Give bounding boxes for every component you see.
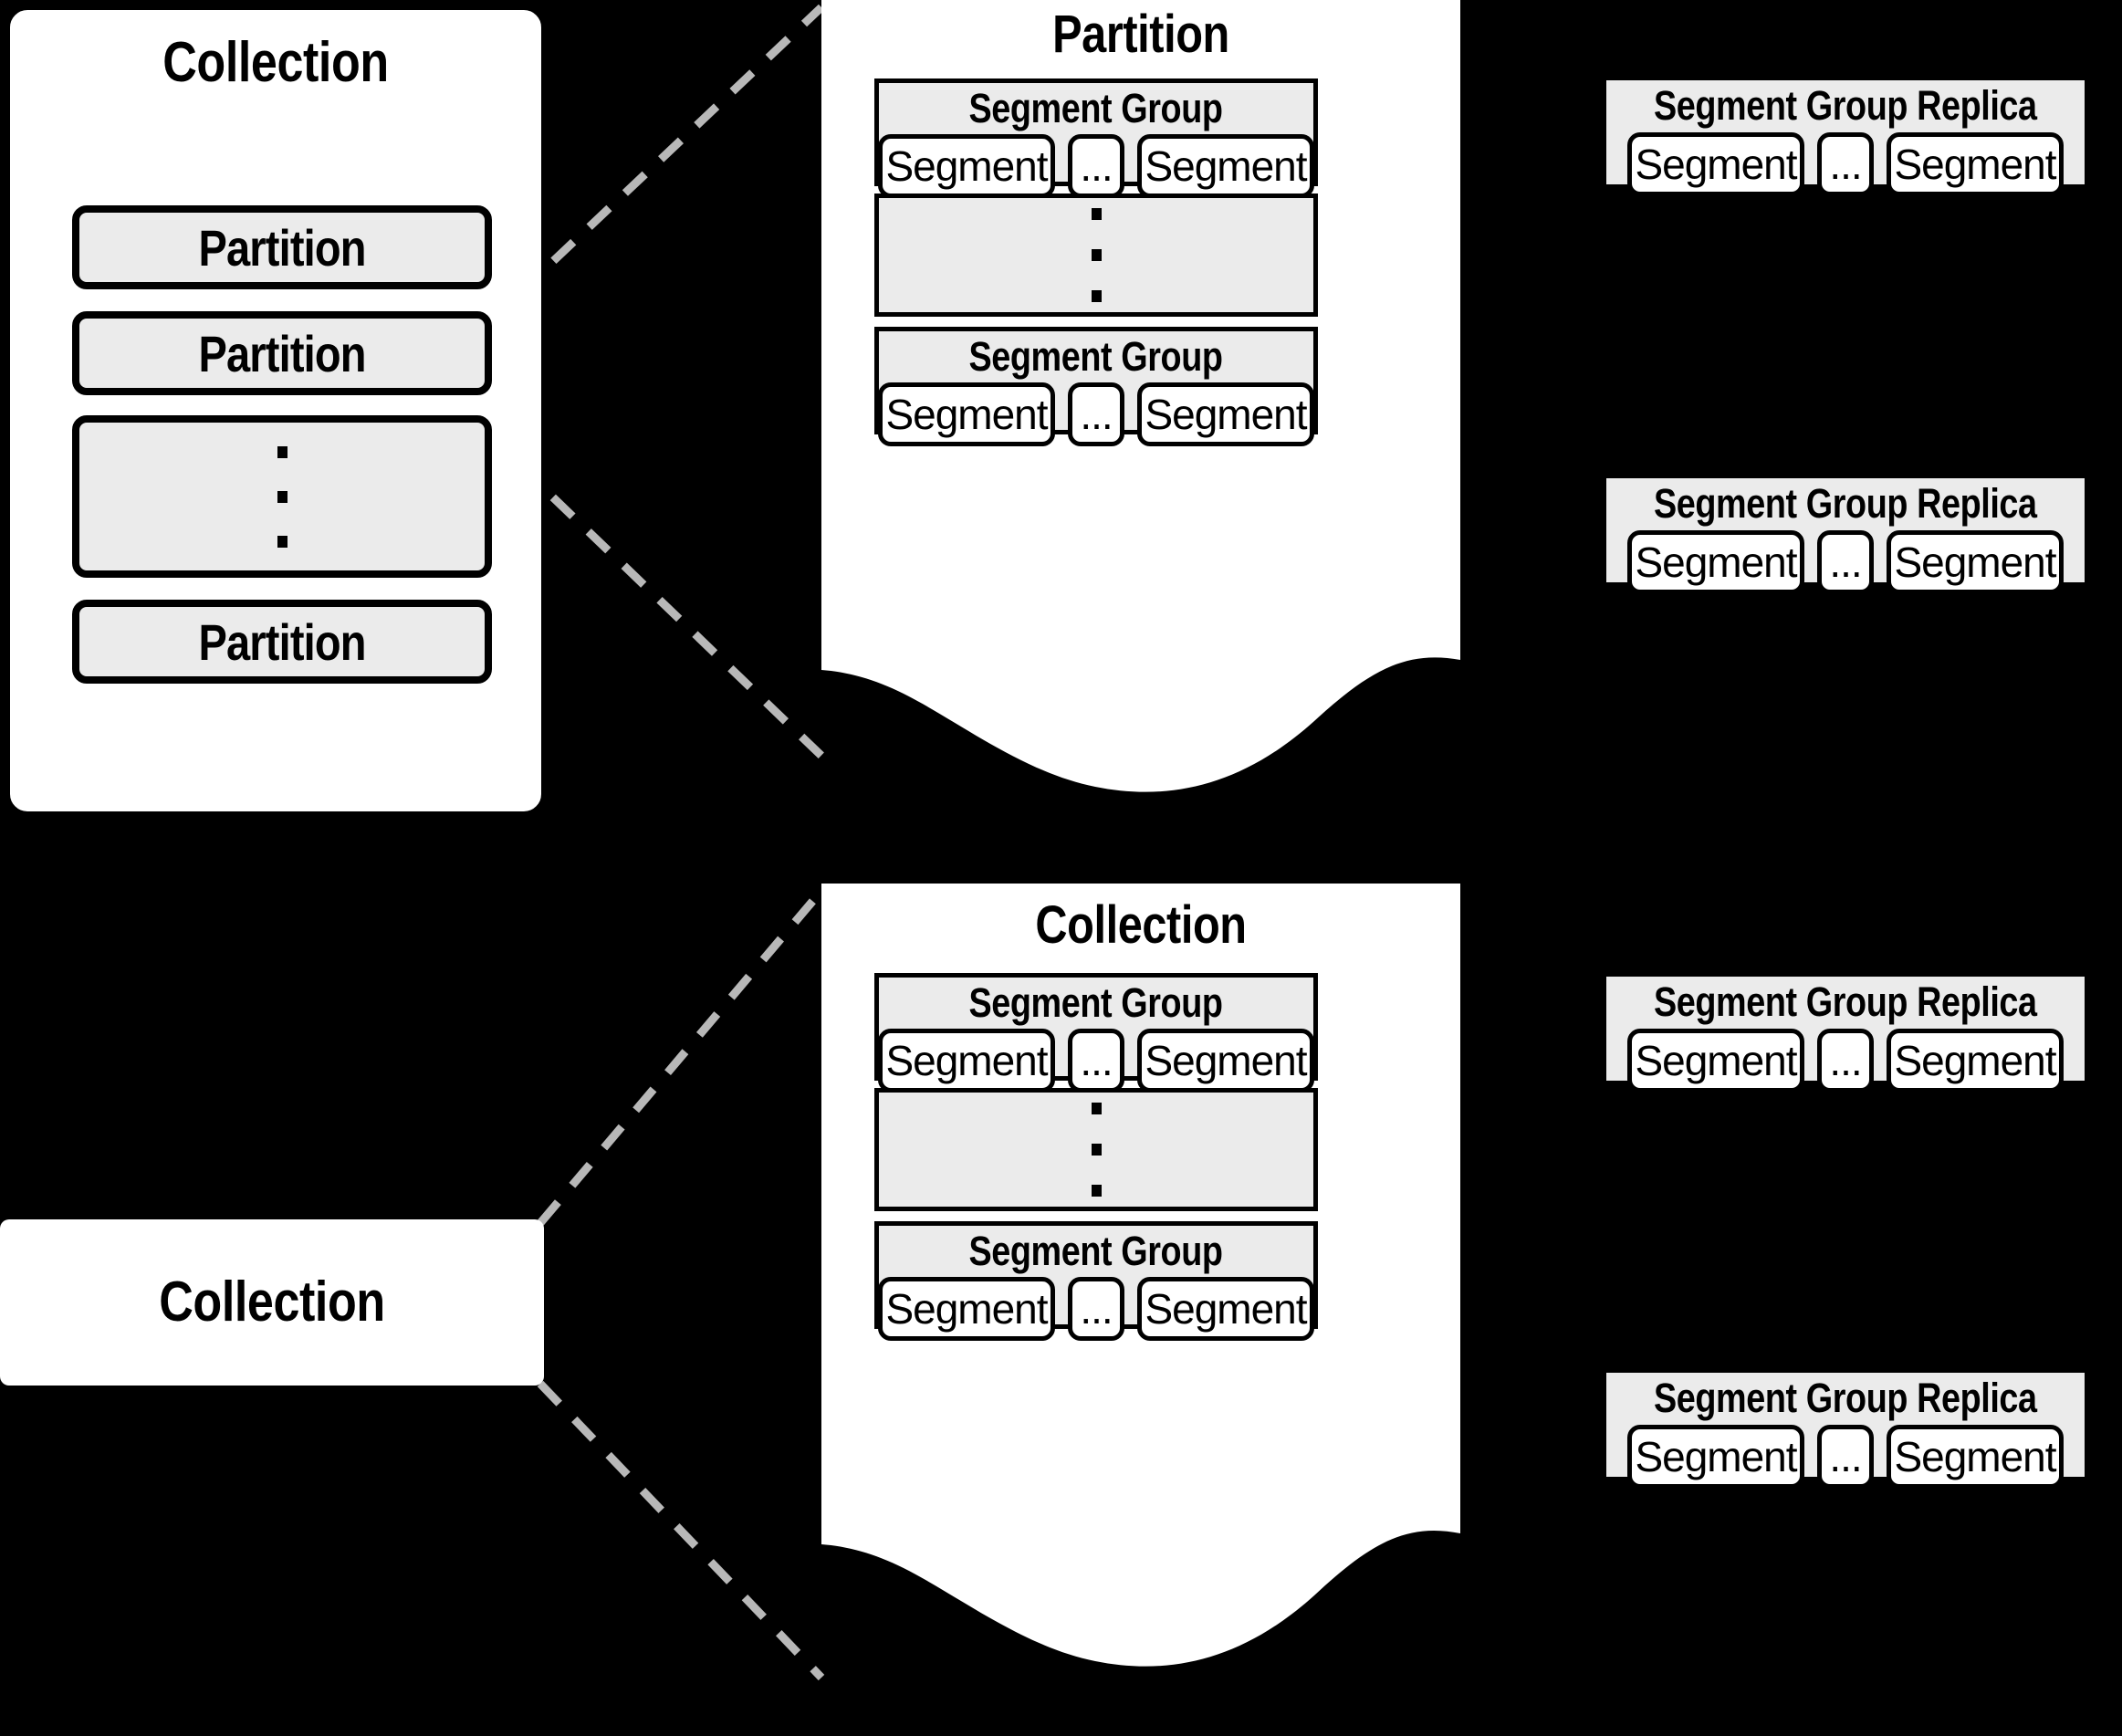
segment-box[interactable]: Segment [1887,530,2064,594]
bottom-collection-title: Collection [159,1271,385,1333]
vertical-ellipsis-icon [277,445,287,548]
partition-pill-1[interactable]: Partition [72,205,492,289]
segment-group-1[interactable]: Segment Group Segment ... Segment [874,78,1318,198]
segment-box[interactable]: Segment [1627,132,1804,196]
left-collection-title: Collection [162,31,389,94]
segment-row: Segment ... Segment [1627,132,2064,196]
segment-row: Segment ... Segment [1627,1425,2064,1489]
segment-group-replica-title: Segment Group Replica [1654,82,2037,129]
partition-label: Partition [198,218,366,277]
segment-group-replica-4[interactable]: Segment Group Replica Segment ... Segmen… [1603,1369,2088,1489]
segment-group-replica-2[interactable]: Segment Group Replica Segment ... Segmen… [1603,475,2088,594]
segment-box[interactable]: Segment [1887,1029,2064,1093]
segment-group-title: Segment Group [968,979,1224,1026]
segment-group-title: Segment Group [968,85,1224,131]
segment-row: Segment ... Segment [878,134,1314,198]
partition-label: Partition [198,612,366,671]
segment-group-2[interactable]: Segment Group Segment ... Segment [874,327,1318,446]
segment-group-replica-3[interactable]: Segment Group Replica Segment ... Segmen… [1603,973,2088,1093]
segment-group-replica-title: Segment Group Replica [1654,978,2037,1025]
segment-box[interactable]: Segment [878,134,1055,198]
segment-box[interactable]: Segment [1137,1277,1314,1341]
segment-row: Segment ... Segment [878,382,1314,446]
partition-pill-n[interactable]: Partition [72,600,492,684]
segment-group-2[interactable]: Segment Group Segment ... Segment [874,1221,1318,1341]
segment-ellipsis-box: ... [1817,1425,1874,1489]
segment-ellipsis-box: ... [1068,1277,1124,1341]
vertical-ellipsis-icon [1091,208,1102,302]
connector-collection-top [537,888,825,1226]
left-collection-panel: Collection Partition Partition Partition [4,4,548,818]
segment-ellipsis-box: ... [1068,382,1124,446]
segment-ellipsis-box: ... [1068,1029,1124,1093]
segment-box[interactable]: Segment [878,1277,1055,1341]
segment-group-1[interactable]: Segment Group Segment ... Segment [874,973,1318,1093]
segment-box[interactable]: Segment [1887,132,2064,196]
segment-box[interactable]: Segment [1137,134,1314,198]
segment-box[interactable]: Segment [1137,382,1314,446]
partition-card-title: Partition [1052,5,1229,64]
partition-pill-2[interactable]: Partition [72,311,492,395]
segment-row: Segment ... Segment [1627,1029,2064,1093]
partition-label: Partition [198,324,366,382]
segment-group-title: Segment Group [968,1228,1224,1274]
segment-group-ellipsis [874,193,1318,317]
segment-box[interactable]: Segment [1627,1029,1804,1093]
segment-box[interactable]: Segment [1627,1425,1804,1489]
segment-ellipsis-box: ... [1817,132,1874,196]
segment-box[interactable]: Segment [878,382,1055,446]
partition-pill-ellipsis [72,415,492,578]
connector-collection-bottom [537,1380,825,1681]
segment-box[interactable]: Segment [1137,1029,1314,1093]
segment-group-replica-title: Segment Group Replica [1654,1375,2037,1421]
segment-group-replica-title: Segment Group Replica [1654,480,2037,527]
vertical-ellipsis-icon [1091,1103,1102,1197]
bottom-collection-panel: Collection [0,1219,544,1386]
segment-group-ellipsis [874,1088,1318,1211]
segment-group-replica-1[interactable]: Segment Group Replica Segment ... Segmen… [1603,77,2088,196]
segment-box[interactable]: Segment [878,1029,1055,1093]
segment-ellipsis-box: ... [1817,1029,1874,1093]
segment-box[interactable]: Segment [1627,530,1804,594]
segment-ellipsis-box: ... [1068,134,1124,198]
segment-ellipsis-box: ... [1817,530,1874,594]
segment-box[interactable]: Segment [1887,1425,2064,1489]
segment-group-title: Segment Group [968,333,1224,380]
partition-card: Partition Segment Group Segment ... Segm… [821,0,1460,821]
collection-card-title: Collection [1035,895,1247,955]
segment-row: Segment ... Segment [878,1277,1314,1341]
segment-row: Segment ... Segment [1627,530,2064,594]
collection-card: Collection Segment Group Segment ... Seg… [821,884,1460,1736]
segment-row: Segment ... Segment [878,1029,1314,1093]
